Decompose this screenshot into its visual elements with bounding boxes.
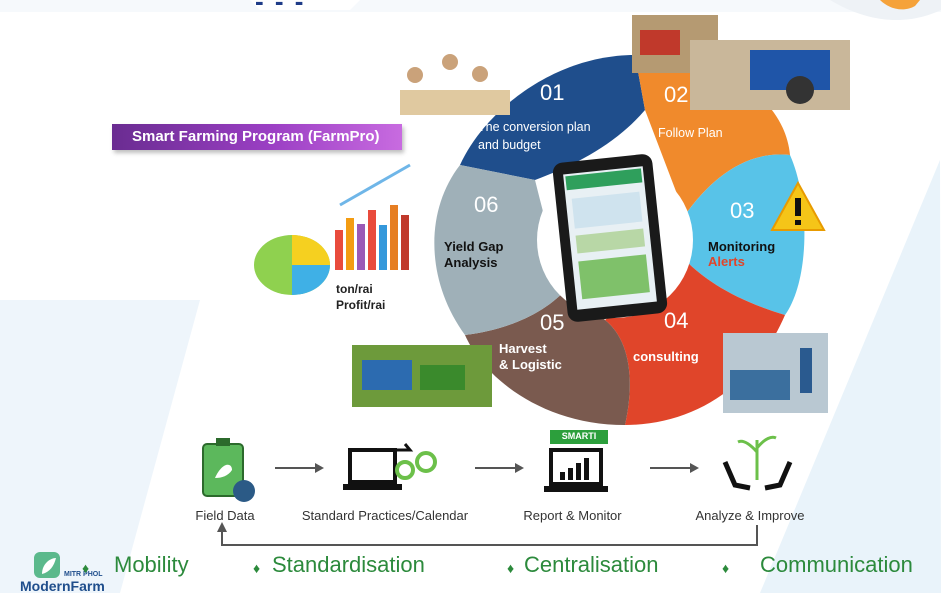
laptop-chart-icon: [544, 430, 608, 492]
keyword-mobility: Mobility: [114, 552, 189, 577]
flow-label-field-data: Field Data: [195, 508, 255, 523]
step-03-line1: Monitoring: [708, 239, 776, 254]
segment-06: [434, 165, 570, 335]
classroom-photo: [723, 333, 828, 413]
clipboard-icon: [202, 438, 255, 502]
step-03-number: 03: [730, 198, 755, 223]
step-03-line2: Alerts: [708, 254, 745, 269]
step-01-line1: The conversion plan: [478, 120, 591, 134]
flow-label-analyze: Analyze & Improve: [695, 508, 805, 523]
tablet-image: [552, 154, 668, 322]
arrow-3: [650, 463, 699, 473]
harvester-photo: [352, 345, 492, 407]
step-05-number: 05: [540, 310, 565, 335]
step-06-line1: Yield Gap: [444, 239, 504, 254]
meeting-clipart: [400, 54, 510, 115]
bullet-3: ♦: [507, 560, 515, 576]
segment-01: [460, 55, 645, 180]
arrow-1: [275, 463, 324, 473]
step-06-number: 06: [474, 192, 499, 217]
flow-label-standard: Standard Practices/Calendar: [301, 508, 469, 523]
logo-mark: [34, 552, 60, 578]
step-01-line2: and budget: [478, 138, 541, 152]
step-05-line1: Harvest: [499, 341, 547, 356]
smarti-badge: SMARTI: [561, 431, 597, 441]
tractor-photo: [632, 15, 850, 110]
feedback-loop: [217, 522, 758, 546]
title-fragment: - - -: [255, 0, 306, 16]
program-banner: Smart Farming Program (FarmPro): [112, 124, 402, 150]
keyword-centralisation: Centralisation: [524, 552, 659, 577]
keyword-communication: Communication: [760, 552, 913, 577]
logo-text: ModernFarm: [20, 578, 105, 593]
step-06-line2: Analysis: [444, 255, 498, 270]
chart-label-ton: ton/rai: [336, 282, 373, 296]
bullet-2: ♦: [253, 560, 261, 576]
warning-icon: [770, 180, 826, 231]
laptop-gear-icon: [343, 443, 437, 490]
pie-bar-clipart: [254, 163, 411, 295]
logo-text-top: MITR PHOL: [64, 571, 103, 578]
bullet-4: ♦: [722, 560, 730, 576]
hands-plant-icon: [722, 435, 793, 491]
step-04-number: 04: [664, 308, 689, 333]
step-04-line1: consulting: [633, 349, 699, 364]
segment-03: [685, 154, 805, 315]
keyword-standardisation: Standardisation: [272, 552, 425, 577]
step-05-line2: & Logistic: [499, 357, 562, 372]
chart-label-profit: Profit/rai: [336, 298, 386, 312]
flow-label-report: Report & Monitor: [523, 508, 622, 523]
step-01-number: 01: [540, 80, 565, 105]
step-02-number: 02: [664, 82, 689, 107]
arrow-2: [475, 463, 524, 473]
bullet-1: ♦: [82, 560, 90, 576]
step-02-line1: Follow Plan: [658, 126, 723, 140]
